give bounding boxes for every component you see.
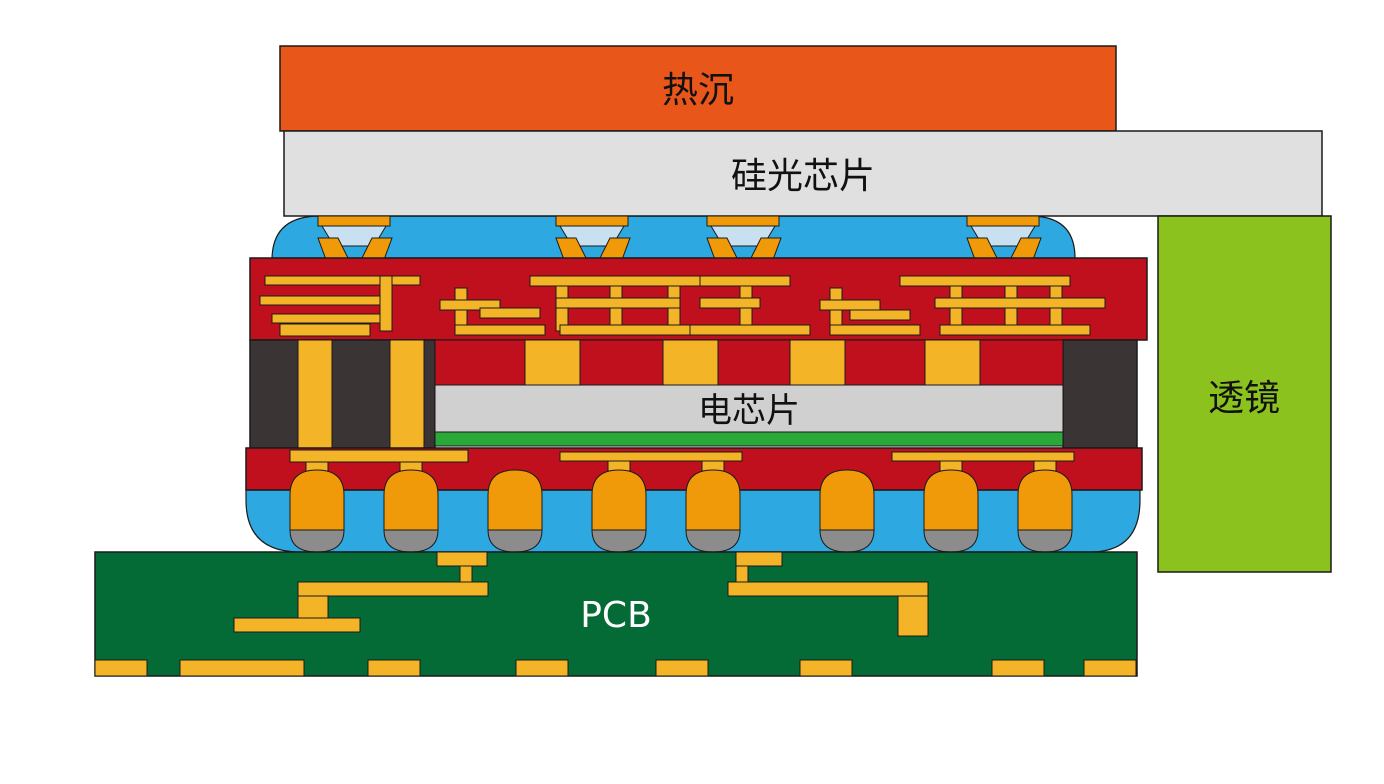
solder-ball xyxy=(591,469,647,553)
lens: 透镜 xyxy=(1157,215,1332,573)
solder-ball xyxy=(923,469,979,553)
die-attach xyxy=(434,431,1064,447)
heat-sink: 热沉 xyxy=(279,45,1117,132)
pcb: PCB xyxy=(94,551,1138,677)
solder-ball xyxy=(1017,469,1073,553)
lens-label: 透镜 xyxy=(1208,378,1280,419)
pcb-label: PCB xyxy=(580,595,652,636)
electronic-chip-label: 电芯片 xyxy=(698,391,800,431)
upper-rdl xyxy=(249,257,1148,341)
solder-ball xyxy=(487,469,543,553)
through-mold-via xyxy=(389,339,425,453)
solder-ball xyxy=(289,469,345,553)
solder-ball xyxy=(685,469,741,553)
heat-sink-label: 热沉 xyxy=(662,70,734,111)
through-mold-via xyxy=(297,339,333,453)
solder-ball xyxy=(383,469,439,553)
silicon-photonic-chip-label: 硅光芯片 xyxy=(731,156,875,197)
solder-ball xyxy=(819,469,875,553)
silicon-photonic-chip: 硅光芯片 xyxy=(283,130,1323,217)
middle-layer: 电芯片 xyxy=(249,339,1138,453)
